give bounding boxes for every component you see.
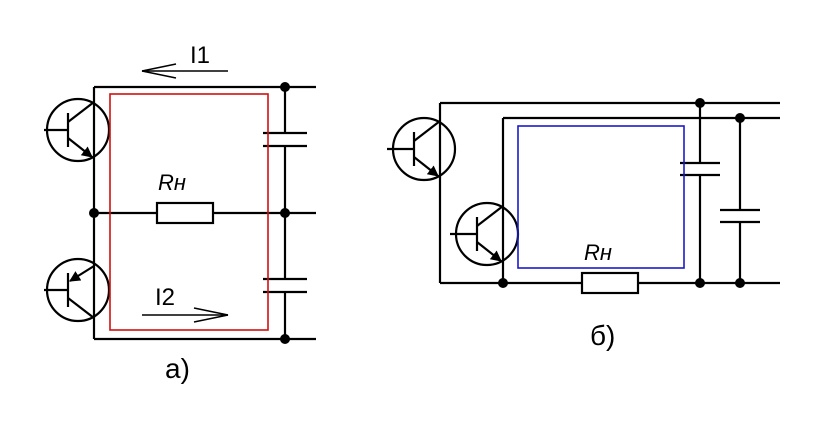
diagram-b	[387, 98, 780, 295]
caption-a: а)	[165, 353, 190, 384]
label-i1: I1	[190, 42, 210, 69]
capacitor-b-inner	[680, 161, 720, 177]
label-i2: I2	[155, 284, 175, 311]
transistor-a-top	[44, 97, 111, 163]
current-arrow-i2	[142, 307, 229, 323]
transistor-b-1	[387, 116, 457, 182]
caption-b: б)	[590, 320, 615, 351]
current-loop-a	[109, 93, 269, 331]
junction-dots-b	[498, 98, 745, 288]
label-resistor-a: Rн	[158, 170, 186, 195]
capacitor-a-bottom	[263, 277, 307, 294]
current-arrow-i1	[141, 63, 228, 79]
current-loop-b	[517, 125, 685, 269]
junction-dots-a	[89, 82, 290, 344]
transistor-a-bottom	[44, 257, 111, 323]
resistor-b	[580, 271, 640, 295]
capacitor-b-outer	[720, 208, 760, 224]
label-resistor-b: Rн	[584, 240, 612, 265]
capacitor-a-top	[263, 131, 307, 148]
resistor-a	[155, 201, 215, 225]
diagram-a	[44, 63, 316, 344]
transistor-b-2	[450, 201, 520, 267]
